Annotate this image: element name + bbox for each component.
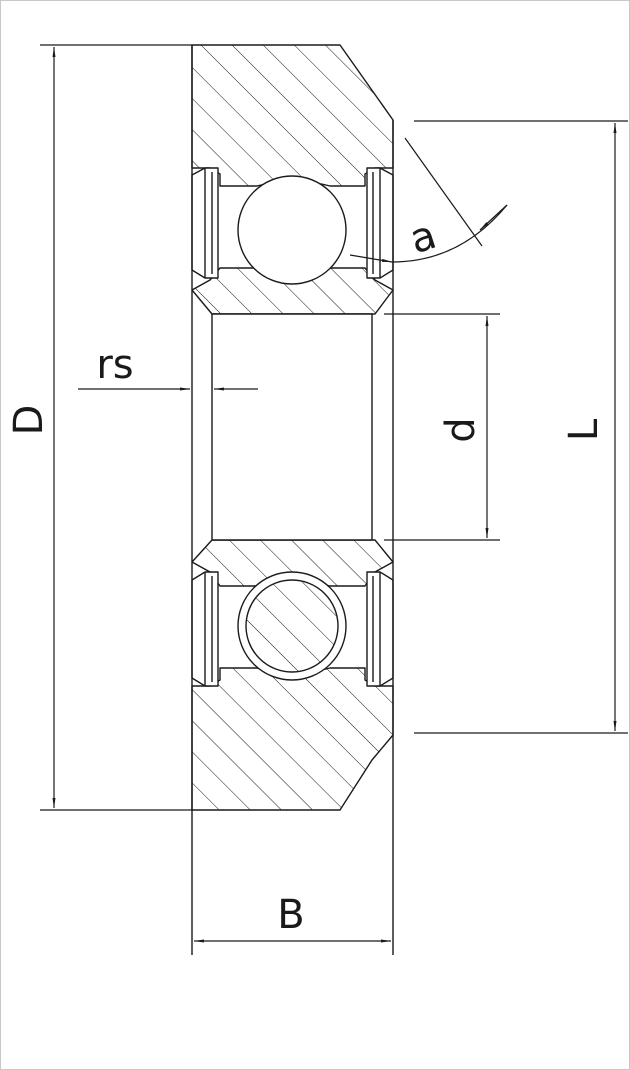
- ball-upper: [237, 175, 347, 285]
- outer-ring-lower: [191, 667, 394, 811]
- contact-line: [404, 137, 483, 247]
- label-a: a: [404, 212, 442, 263]
- label-B: B: [277, 892, 304, 938]
- label-rs: rs: [96, 342, 133, 388]
- angle-arc: [391, 204, 508, 263]
- label-d: d: [438, 417, 484, 442]
- outer-ring-upper: [191, 44, 394, 187]
- label-D: D: [6, 405, 52, 436]
- ball-lower-section: [245, 579, 339, 673]
- bore-outline: [211, 313, 373, 541]
- label-L: L: [561, 418, 607, 441]
